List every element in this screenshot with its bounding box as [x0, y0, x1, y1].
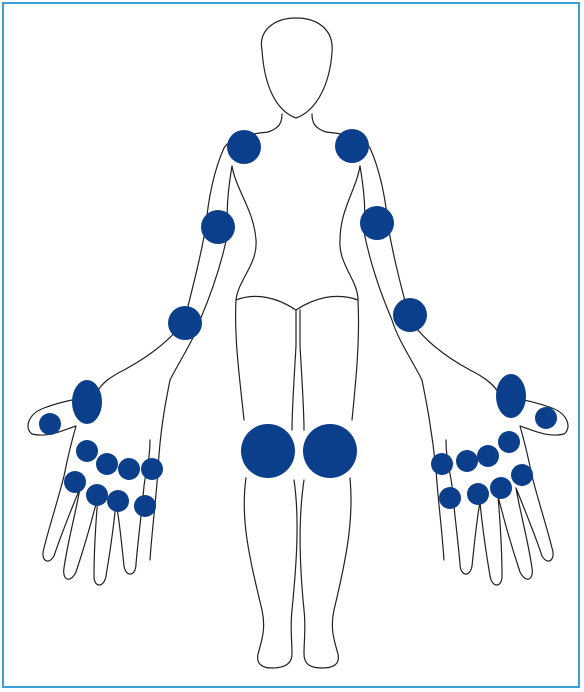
head-outline — [261, 18, 332, 118]
finger-joint-left-8[interactable] — [439, 487, 461, 509]
thumb-base-left-joint[interactable] — [496, 374, 526, 418]
finger-joint-right-3[interactable] — [118, 458, 140, 480]
shoulder-right-joint[interactable] — [227, 130, 261, 164]
elbow-left-joint[interactable] — [360, 206, 394, 240]
thumb-tip-right-joint[interactable] — [39, 413, 61, 435]
finger-joint-left-6[interactable] — [490, 477, 512, 499]
finger-joint-right-2[interactable] — [96, 453, 118, 475]
finger-joint-left-4[interactable] — [431, 453, 453, 475]
finger-joint-right-7[interactable] — [107, 490, 129, 512]
finger-joint-right-6[interactable] — [86, 484, 108, 506]
finger-joint-right-4[interactable] — [141, 458, 163, 480]
wrist-right-joint[interactable] — [168, 306, 202, 340]
pelvis-outline — [236, 296, 358, 310]
finger-joint-left-5[interactable] — [511, 464, 533, 486]
neck-outline — [268, 114, 326, 132]
wrist-left-joint[interactable] — [393, 298, 427, 332]
knee-left-joint[interactable] — [303, 424, 357, 478]
finger-joint-right-8[interactable] — [134, 495, 156, 517]
finger-joint-right-1[interactable] — [76, 440, 98, 462]
elbow-right-joint[interactable] — [201, 210, 235, 244]
thumb-base-right-joint[interactable] — [72, 380, 102, 424]
finger-joint-left-2[interactable] — [477, 445, 499, 467]
leg-right-outline — [236, 300, 297, 668]
thumb-tip-left-joint[interactable] — [535, 407, 557, 429]
finger-joint-right-5[interactable] — [64, 471, 86, 493]
finger-joint-left-3[interactable] — [456, 450, 478, 472]
finger-joint-left-7[interactable] — [467, 483, 489, 505]
knee-right-joint[interactable] — [241, 424, 295, 478]
finger-joint-left-1[interactable] — [498, 431, 520, 453]
shoulder-left-joint[interactable] — [335, 129, 369, 163]
joints-group — [39, 129, 557, 517]
leg-left-outline — [300, 300, 359, 668]
